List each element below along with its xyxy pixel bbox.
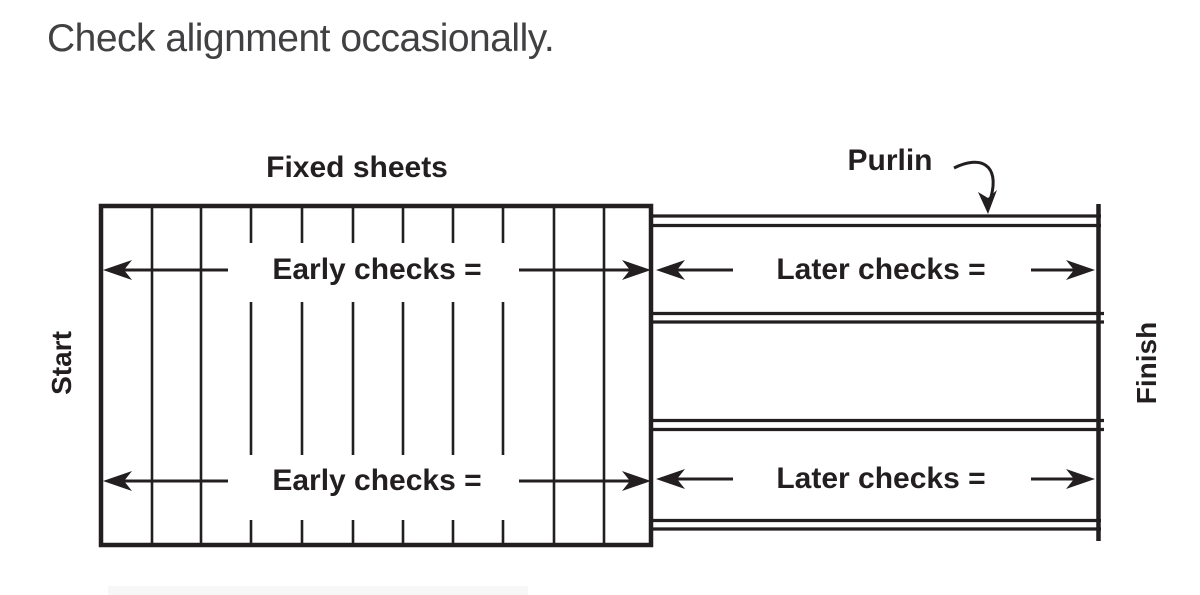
later-checks-label-bottom: Later checks = bbox=[776, 462, 986, 495]
fixed-sheets-label: Fixed sheets bbox=[266, 151, 448, 184]
arrowhead-down-icon bbox=[978, 190, 997, 214]
purlin-pointer-arrow bbox=[953, 160, 997, 214]
early-checks-arrow-row-2 bbox=[103, 471, 651, 491]
purlin-label: Purlin bbox=[847, 144, 933, 177]
fixed-sheets-panel bbox=[98, 203, 654, 548]
purlin-2 bbox=[651, 311, 1104, 324]
early-checks-label-top: Early checks = bbox=[272, 253, 482, 286]
purlin-3 bbox=[651, 418, 1104, 432]
arrowhead-right-icon bbox=[1066, 260, 1095, 280]
page-title: Check alignment occasionally. bbox=[47, 17, 555, 60]
arrowhead-left-icon bbox=[103, 471, 132, 491]
fixed-sheets-outline bbox=[98, 203, 654, 548]
cropped-text-artifact bbox=[108, 586, 528, 595]
purlin-1 bbox=[651, 214, 1101, 228]
arrowhead-right-icon bbox=[622, 471, 651, 491]
sheet-line-top-ticks bbox=[249, 208, 505, 243]
later-checks-label-top: Later checks = bbox=[776, 253, 986, 286]
finish-label: Finish bbox=[1131, 321, 1162, 405]
arrowhead-left-icon bbox=[656, 469, 685, 489]
arrowhead-right-icon bbox=[622, 260, 651, 280]
early-checks-label-bottom: Early checks = bbox=[272, 464, 482, 497]
sheet-line-middle-segments bbox=[249, 302, 505, 455]
purlin-4 bbox=[651, 518, 1101, 531]
arrowhead-right-icon bbox=[1066, 469, 1095, 489]
later-checks-arrow-row-2 bbox=[656, 469, 1095, 489]
early-checks-arrow-row-1 bbox=[103, 260, 651, 280]
sheet-line-bottom-ticks bbox=[249, 520, 505, 543]
later-checks-arrow-row-1 bbox=[656, 260, 1095, 280]
arrowhead-left-icon bbox=[656, 260, 685, 280]
purlins bbox=[651, 214, 1104, 531]
arrowhead-left-icon bbox=[103, 260, 132, 280]
start-label: Start bbox=[46, 331, 77, 395]
